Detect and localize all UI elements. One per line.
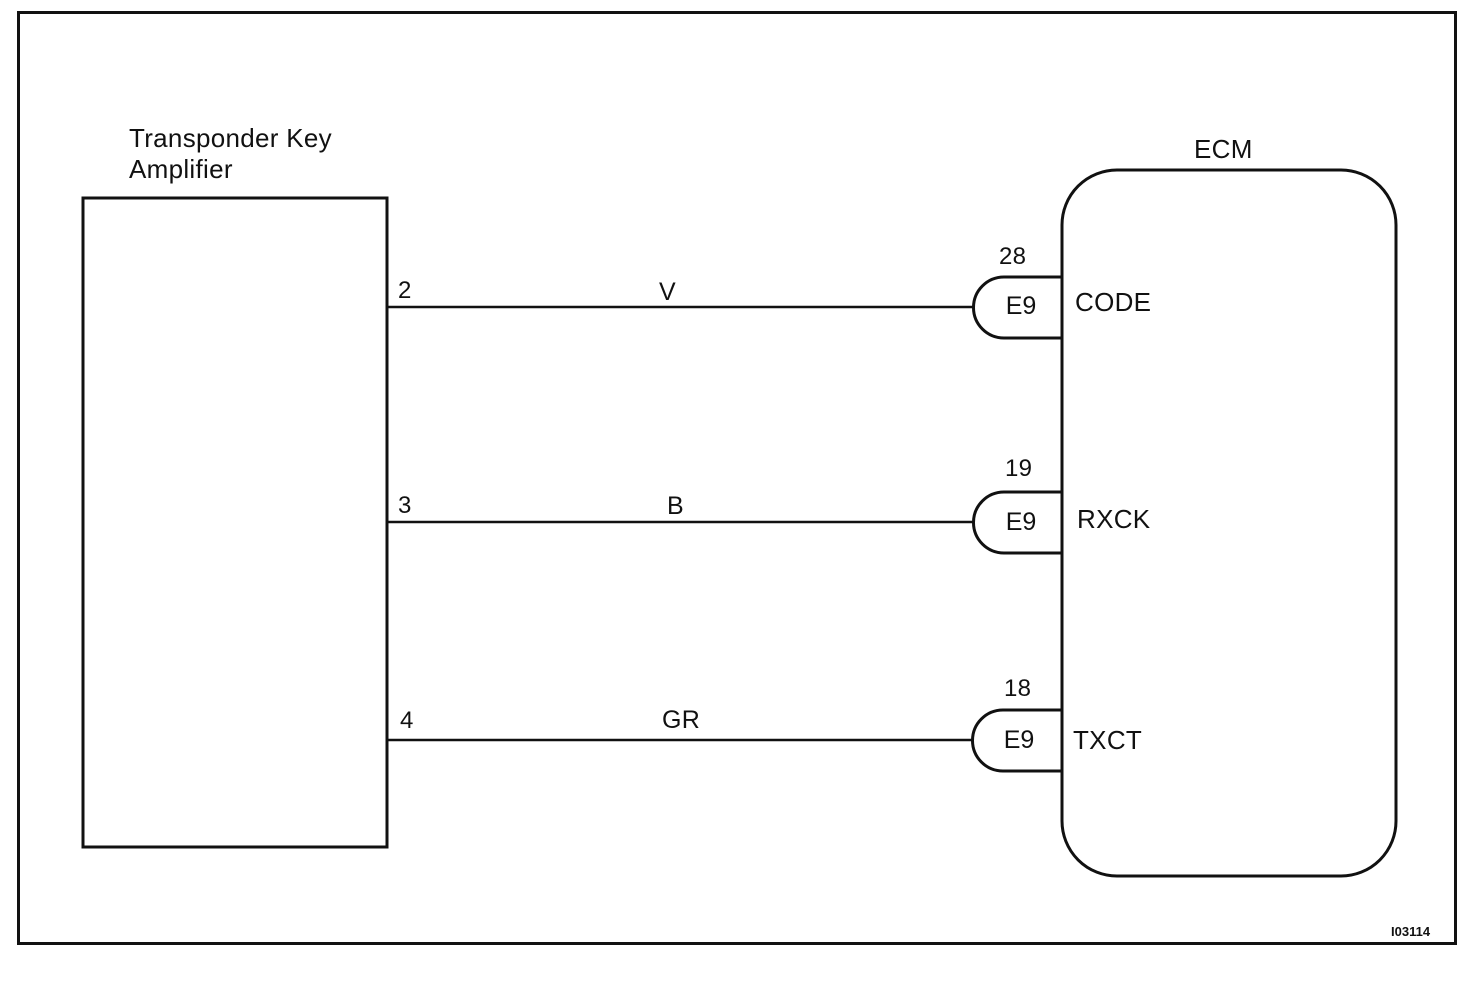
connector-oval-1 bbox=[972, 275, 1062, 340]
amplifier-title-line2: Amplifier bbox=[129, 154, 233, 184]
pin-number-2: 3 bbox=[398, 492, 412, 519]
terminal-name-3: TXCT bbox=[1073, 725, 1143, 755]
terminal-number-1: 28 bbox=[999, 243, 1027, 270]
transponder-amplifier-box bbox=[81, 196, 389, 849]
terminal-number-3: 18 bbox=[1004, 675, 1032, 702]
pin-number-3: 4 bbox=[400, 707, 414, 734]
terminal-name-2: RXCK bbox=[1077, 504, 1151, 534]
figure-id: I03114 bbox=[1391, 924, 1431, 939]
terminal-name-1: CODE bbox=[1075, 287, 1152, 317]
connector-oval-3 bbox=[971, 708, 1061, 773]
terminal-number-2: 19 bbox=[1005, 455, 1033, 482]
ecm-title: ECM bbox=[1194, 134, 1253, 164]
connector-oval-2 bbox=[972, 490, 1062, 555]
wire-color-1: V bbox=[659, 278, 676, 306]
connector-label-3: E9 bbox=[1003, 726, 1035, 754]
wire-color-3: GR bbox=[662, 706, 701, 734]
connector-label-1: E9 bbox=[1005, 292, 1037, 320]
amplifier-title-line1: Transponder Key bbox=[129, 123, 332, 153]
connector-label-2: E9 bbox=[1005, 508, 1037, 536]
pin-number-1: 2 bbox=[398, 277, 412, 304]
diagram-frame bbox=[17, 11, 1457, 945]
wire-color-2: B bbox=[667, 492, 684, 520]
